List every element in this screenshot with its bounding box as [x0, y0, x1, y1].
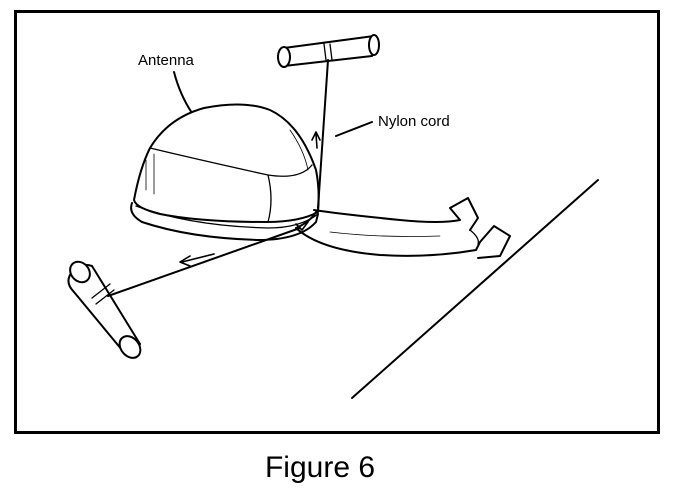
direction-arrow-icon	[179, 253, 215, 267]
handle-icon	[67, 260, 142, 359]
direction-arrow-icon	[311, 131, 321, 149]
figure-frame	[14, 10, 660, 434]
handle-icon	[277, 34, 380, 68]
surface-edge-line	[351, 179, 599, 399]
cord-leader-line	[335, 121, 373, 137]
antenna-dome-icon	[130, 103, 320, 241]
antenna-leader-line	[173, 71, 193, 114]
nylon-cord-diagonal	[107, 227, 301, 297]
antenna-label: Antenna	[138, 52, 194, 69]
nylon-cord-vertical	[317, 59, 329, 209]
nylon-cord-label: Nylon cord	[378, 113, 450, 130]
curved-arrow-icon	[295, 197, 511, 259]
figure-caption: Figure 6	[264, 451, 376, 484]
